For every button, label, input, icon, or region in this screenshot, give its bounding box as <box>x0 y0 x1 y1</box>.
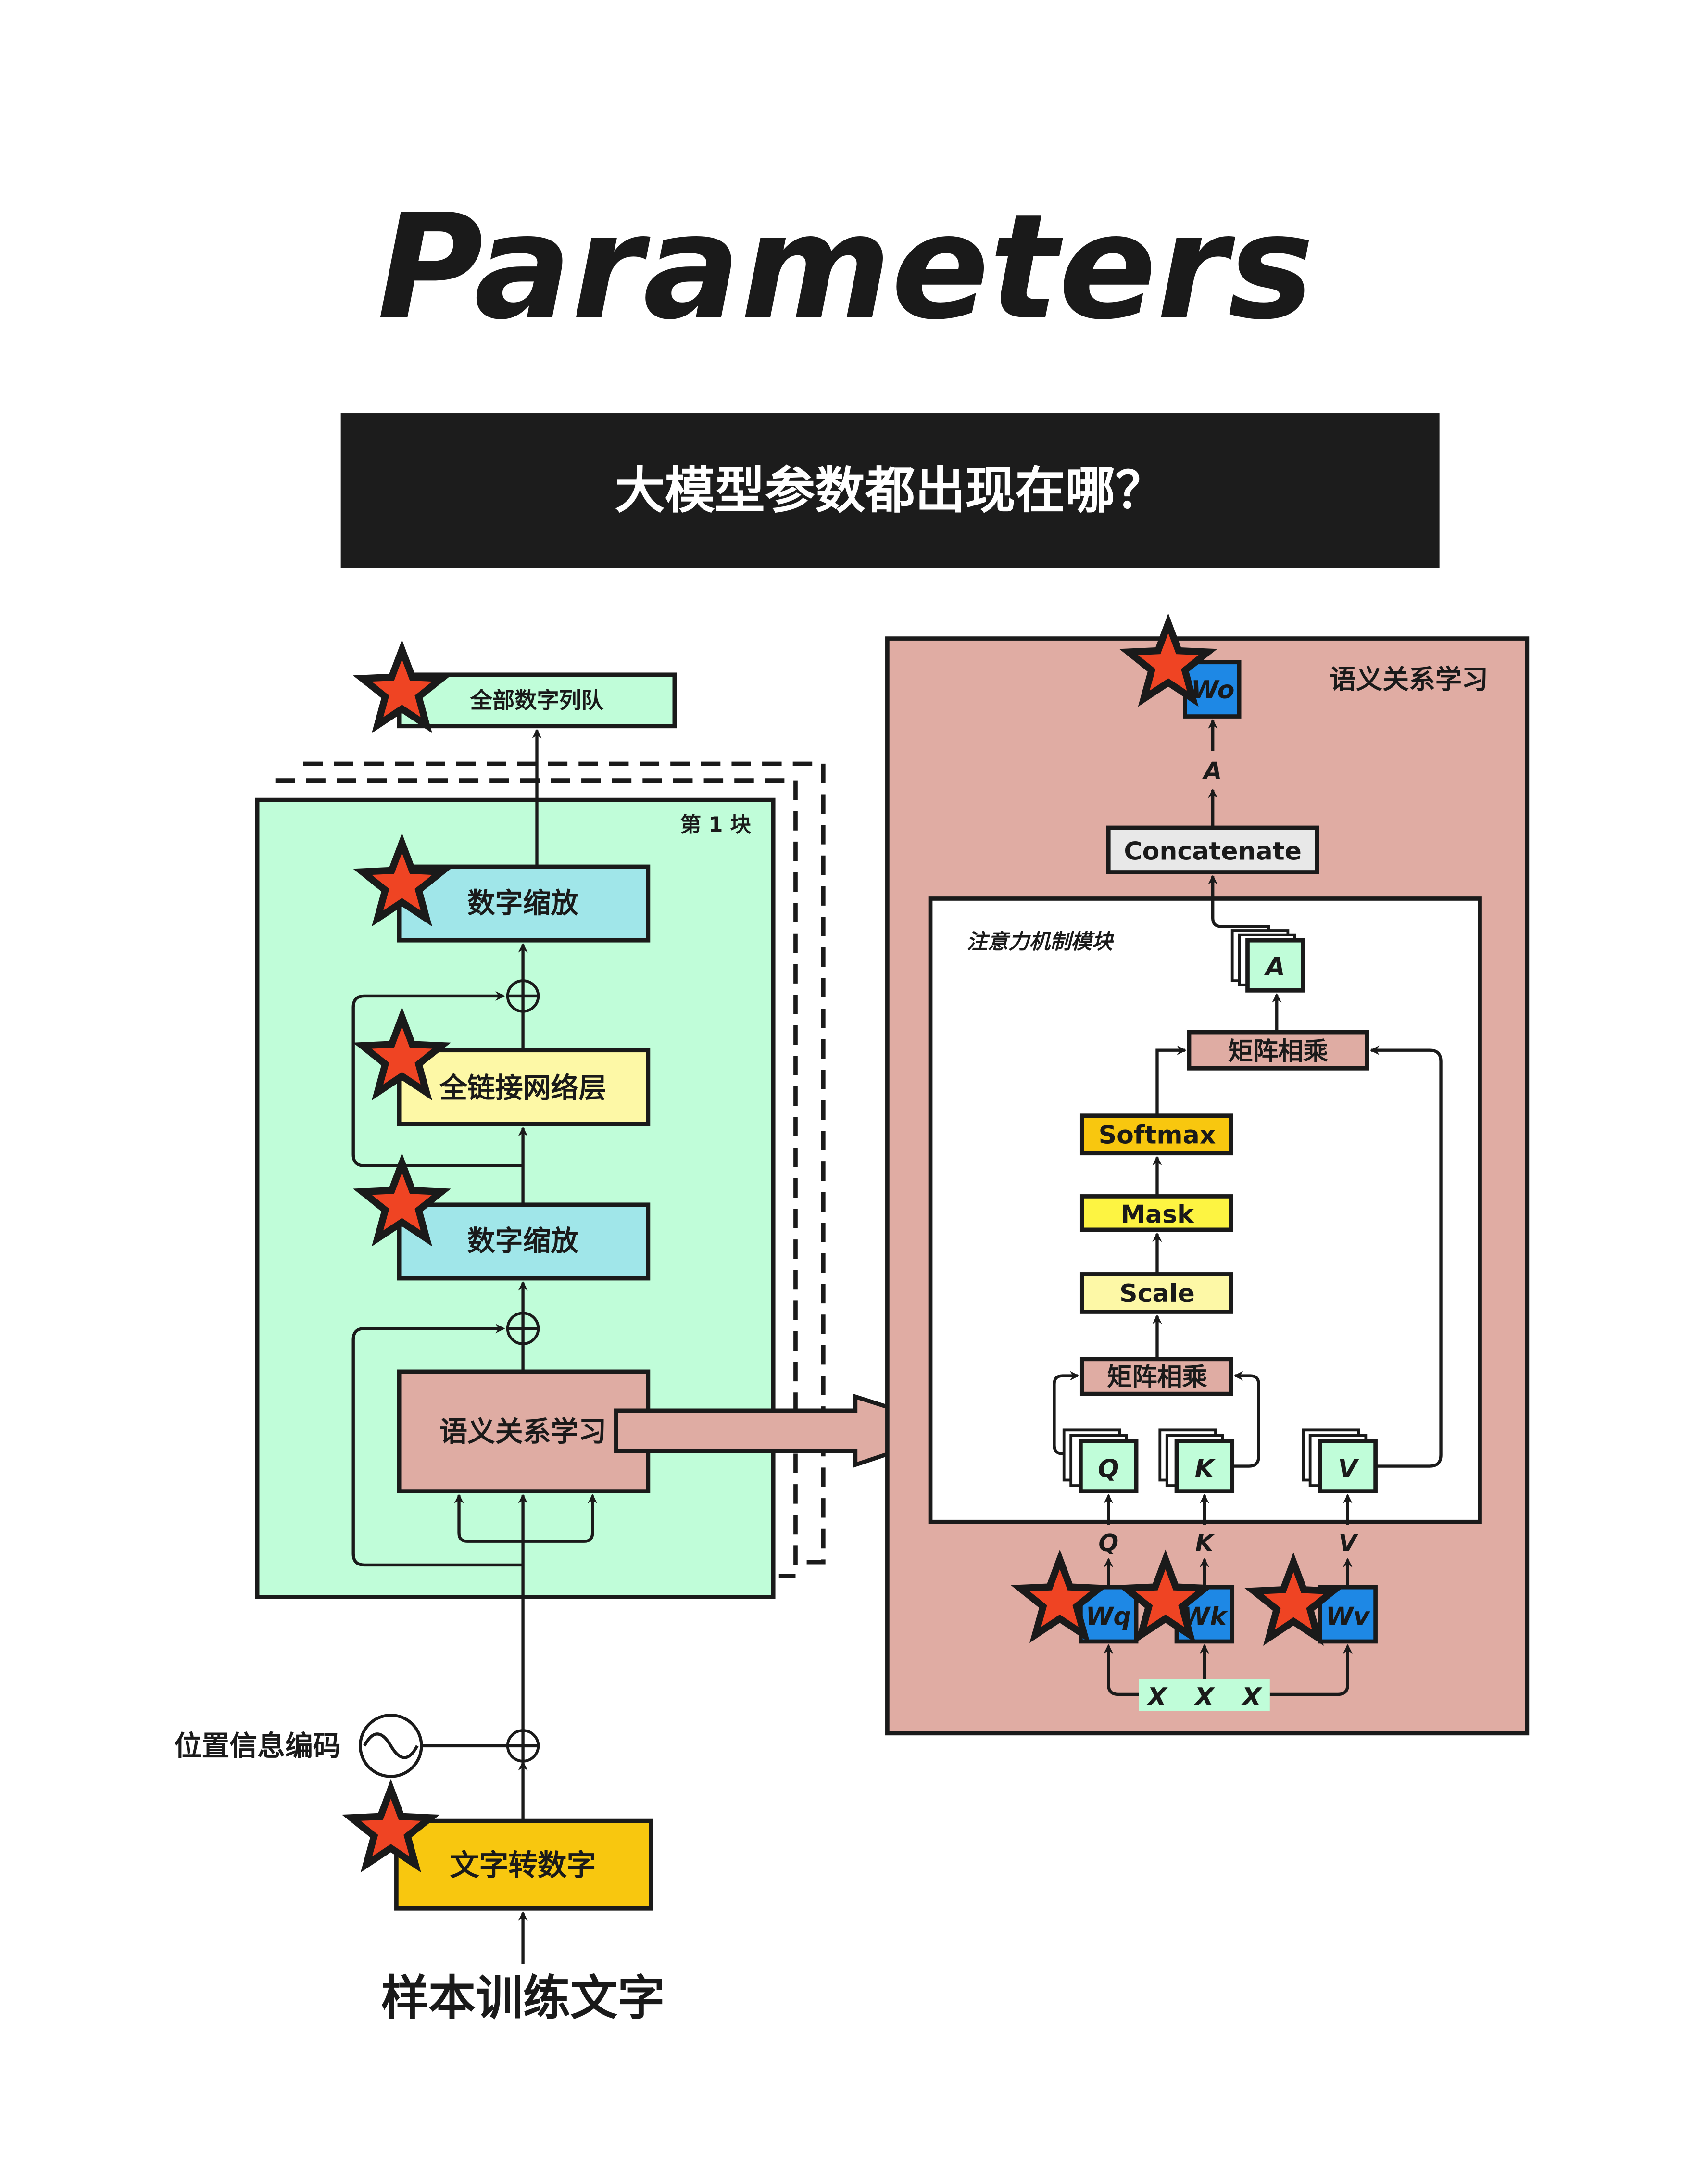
wv-label: Wv <box>1326 1602 1370 1631</box>
residual-ffn <box>351 991 523 1167</box>
scale-bottom-box <box>397 1202 651 1281</box>
embedding-label: 文字转数字 <box>450 1849 596 1882</box>
a-to-concat <box>1208 874 1270 939</box>
q-to-matmul <box>1053 1371 1080 1455</box>
mask-label: Mask <box>1120 1200 1194 1229</box>
q-box-label: Q <box>1098 1455 1119 1484</box>
softmax-label: Softmax <box>1099 1121 1216 1150</box>
a-arrow-label: A <box>1202 757 1222 785</box>
matmul-top-box <box>1187 1030 1369 1071</box>
star-icon <box>352 1007 451 1101</box>
mask-box <box>1079 1194 1233 1232</box>
star-icon <box>1011 1549 1109 1643</box>
q-arrow-label: Q <box>1098 1529 1118 1557</box>
scale-label: Scale <box>1119 1279 1195 1308</box>
scale-bottom-label: 数字缩放 <box>467 1225 578 1257</box>
panel-label: 语义关系学习 <box>1330 664 1488 695</box>
softmax-box <box>1079 1113 1233 1156</box>
k-arrow-label: K <box>1195 1529 1216 1557</box>
parameter-stars <box>341 613 1343 1873</box>
x-input-band <box>1139 1679 1270 1711</box>
v-arrow-label: V <box>1339 1529 1359 1557</box>
concat-box <box>1106 825 1319 874</box>
attention-label: 语义关系学习 <box>439 1415 606 1448</box>
k-to-matmul <box>1232 1371 1260 1468</box>
star-icon <box>1116 1549 1215 1643</box>
matmul-top-label: 矩阵相乘 <box>1228 1037 1328 1066</box>
star-icon <box>352 833 451 927</box>
banner-text: 大模型参数都出现在哪？ <box>615 461 1166 520</box>
input-label: 样本训练文字 <box>381 1971 665 2026</box>
matmul-bottom-label: 矩阵相乘 <box>1107 1363 1207 1392</box>
pos-encoding-label: 位置信息编码 <box>174 1730 341 1762</box>
scale-top-box <box>397 864 651 943</box>
a-stack <box>1230 929 1305 993</box>
x-input-label: X <box>1146 1683 1168 1712</box>
star-icon <box>352 1153 451 1247</box>
page-title: Parameters <box>377 183 1314 351</box>
wo-label: Wo <box>1191 676 1234 705</box>
sine-wave-icon <box>358 1714 423 1778</box>
v-box-label: V <box>1338 1455 1359 1484</box>
encoder-stack: 第 1 块 全部数字列队 数字缩放 全链接网络层 数字缩放 语义关系学习 位置信… <box>174 672 966 2026</box>
banner <box>340 413 1440 568</box>
concat-label: Concatenate <box>1124 837 1302 866</box>
q-stack <box>1062 1428 1139 1493</box>
add-icon <box>506 979 540 1013</box>
wq-label: Wq <box>1086 1602 1131 1631</box>
star-icon <box>352 640 451 733</box>
k-stack <box>1158 1428 1235 1493</box>
x-to-wv <box>1269 1644 1353 1696</box>
a-box-label: A <box>1264 953 1285 982</box>
ffn-box <box>397 1048 651 1126</box>
attention-detail-panel: 语义关系学习 Wo A Concatenate 注意力机制模块 A 矩阵相乘 S… <box>885 636 1530 1736</box>
qkv-split-arrows <box>454 1493 598 1543</box>
stack-dashed-outer <box>303 761 826 1565</box>
x-input-label: X <box>1241 1683 1263 1712</box>
block-label: 第 1 块 <box>680 813 752 837</box>
scale-box <box>1079 1272 1233 1314</box>
matmul-bottom-box <box>1079 1357 1233 1396</box>
star-icon <box>1244 1552 1343 1646</box>
k-box-label: K <box>1195 1455 1216 1484</box>
v-stack <box>1302 1428 1378 1493</box>
embedding-box <box>394 1818 653 1911</box>
module-label: 注意力机制模块 <box>966 930 1114 954</box>
output-label: 全部数字列队 <box>470 687 604 713</box>
residual-attn <box>351 1324 523 1567</box>
softmax-to-matmul <box>1155 1045 1187 1116</box>
scale-top-label: 数字缩放 <box>467 886 578 919</box>
add-icon <box>506 1312 540 1345</box>
x-to-wq <box>1104 1644 1139 1696</box>
add-icon <box>506 1729 540 1763</box>
v-to-matmul <box>1369 1045 1443 1468</box>
x-input-label: X <box>1193 1683 1216 1712</box>
star-icon <box>341 1779 440 1873</box>
ffn-label: 全链接网络层 <box>439 1072 606 1104</box>
star-icon <box>1119 613 1217 707</box>
